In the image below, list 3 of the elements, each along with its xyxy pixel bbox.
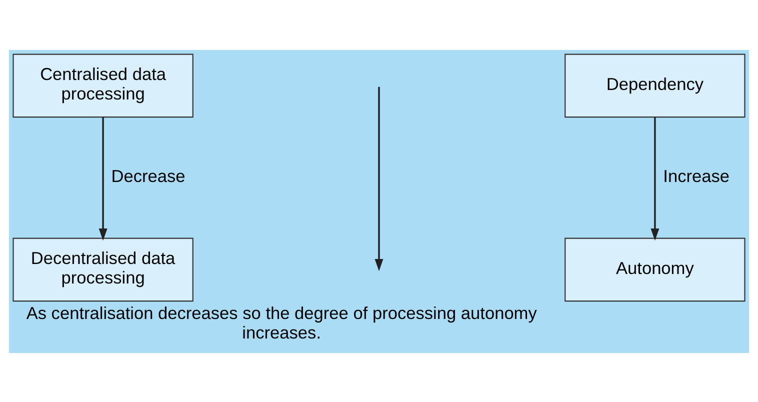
caption: As centralisation decreases so the degree of processing autonomy increases.: [26, 302, 537, 342]
edge-label: Decrease: [111, 165, 186, 186]
edge-label: Increase: [663, 165, 730, 186]
